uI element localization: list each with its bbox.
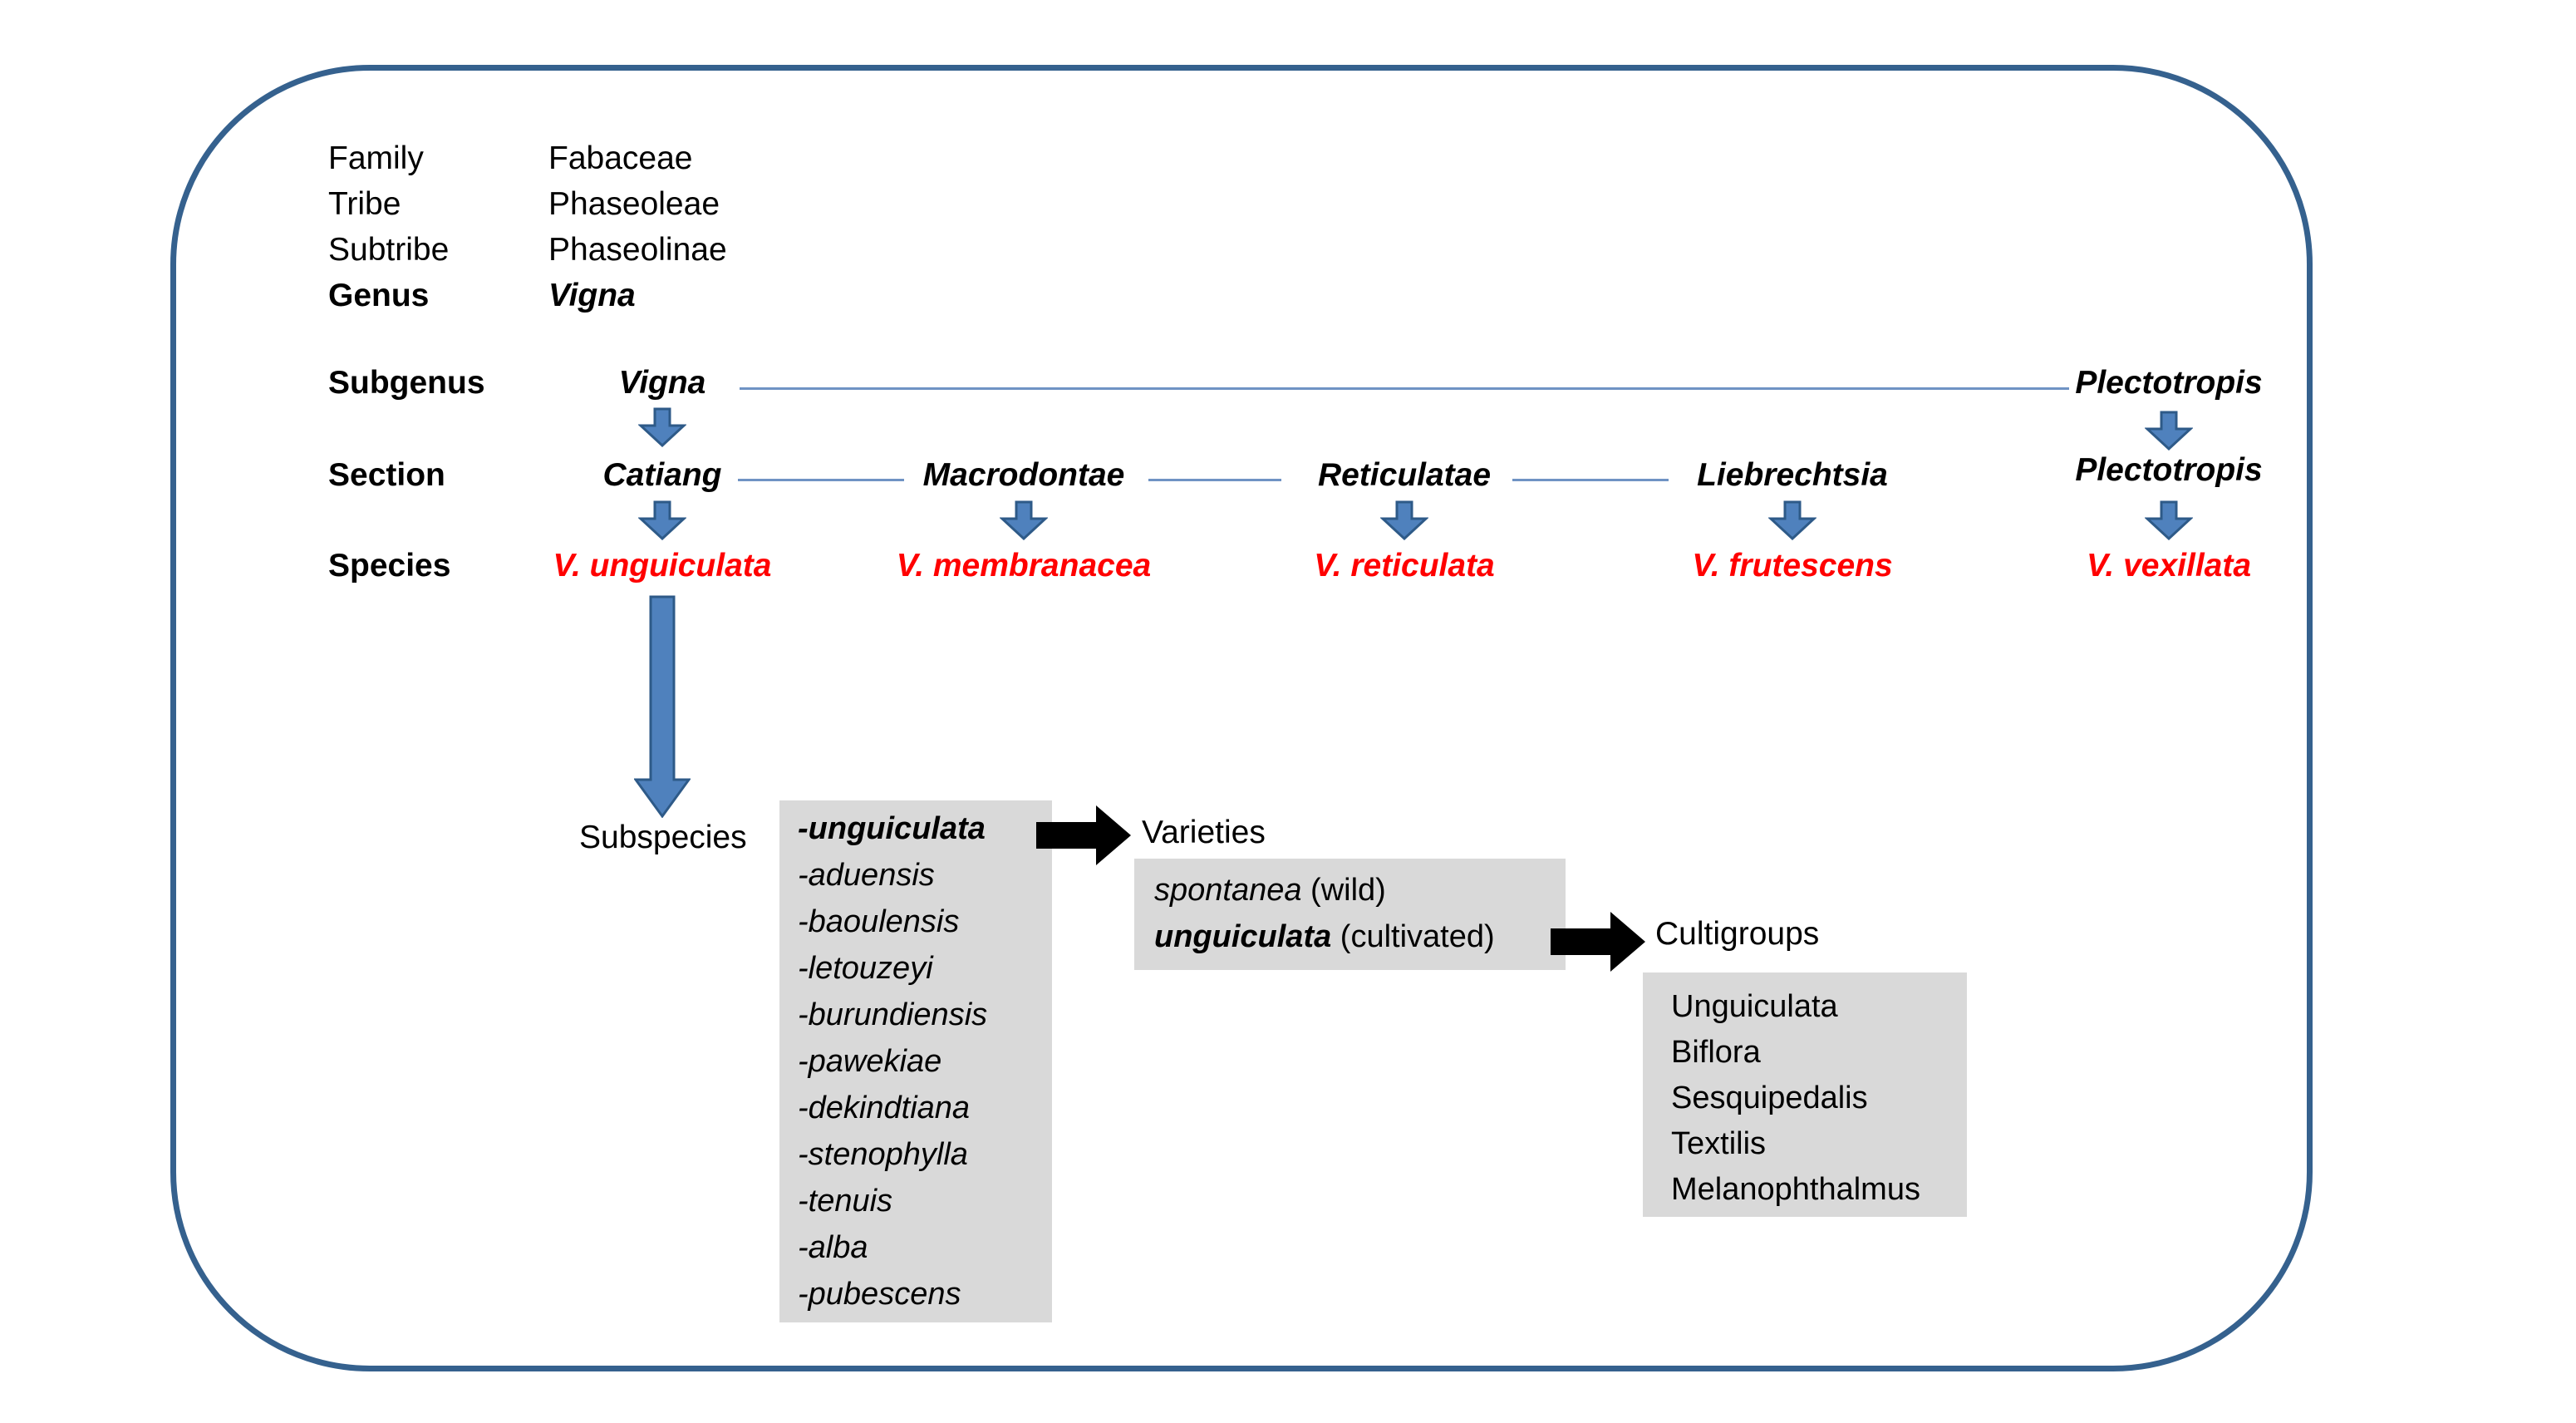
subspecies-item: -tenuis (798, 1184, 893, 1219)
right-arrow-icon (1551, 910, 1647, 973)
section-macrodontae: Macrodontae (922, 457, 1125, 493)
subspecies-item: -pawekiae (798, 1044, 942, 1079)
variety-item: spontanea (wild) (1154, 867, 1566, 913)
genus-label: Genus (328, 278, 430, 313)
genus-value: Vigna (548, 278, 636, 313)
right-arrow-icon (1036, 804, 1133, 867)
section-rank-label: Section (328, 457, 445, 493)
cultigroups-label: Cultigroups (1655, 916, 1820, 952)
subspecies-item: -baoulensis (798, 904, 960, 939)
subgenus-plectotropis: Plectotropis (2075, 365, 2263, 401)
species-rank-label: Species (328, 548, 451, 583)
species-unguiculata: V. unguiculata (553, 548, 772, 583)
subtribe-value: Phaseolinae (548, 232, 727, 268)
cultigroup-item: Textilis (1671, 1126, 1767, 1161)
subspecies-item: -pubescens (798, 1277, 961, 1312)
subgenus-rank-label: Subgenus (328, 365, 485, 401)
section-connector-line (1148, 479, 1281, 481)
subgenus-connector-line (740, 387, 2069, 390)
cultigroups-box: Unguiculata Biflora Sesquipedalis Textil… (1643, 972, 1967, 1217)
subspecies-item: -burundiensis (798, 997, 988, 1032)
diagram-border (170, 65, 2313, 1371)
variety-name: spontanea (1154, 873, 1302, 908)
down-arrow-icon (1768, 500, 1816, 540)
variety-name: unguiculata (1154, 919, 1332, 954)
down-arrow-icon (2145, 411, 2193, 451)
variety-qualifier: (cultivated) (1331, 919, 1495, 954)
down-arrow-icon (1380, 500, 1428, 540)
cultigroup-item: Melanophthalmus (1671, 1172, 1920, 1207)
cultigroup-item: Biflora (1671, 1035, 1761, 1070)
species-reticulata: V. reticulata (1314, 548, 1495, 583)
section-liebrechtsia: Liebrechtsia (1697, 457, 1888, 493)
section-connector-line (1512, 479, 1669, 481)
subspecies-item: -letouzeyi (798, 951, 933, 986)
down-arrow-icon (1000, 500, 1048, 540)
down-arrow-icon (2145, 500, 2193, 540)
down-arrow-icon (638, 500, 686, 540)
subspecies-item: -aduensis (798, 858, 935, 893)
section-reticulatae: Reticulatae (1317, 457, 1492, 493)
varieties-box: spontanea (wild) unguiculata (cultivated… (1134, 859, 1566, 970)
subgenus-vigna: Vigna (618, 365, 706, 401)
varieties-label: Varieties (1142, 815, 1266, 850)
tribe-label: Tribe (328, 186, 401, 222)
species-vexillata: V. vexillata (2086, 548, 2252, 583)
section-catiang: Catiang (602, 457, 722, 493)
subspecies-item: -dekindtiana (798, 1091, 971, 1125)
family-label: Family (328, 140, 424, 176)
family-value: Fabaceae (548, 140, 693, 176)
variety-item: unguiculata (cultivated) (1154, 913, 1566, 960)
cultigroup-item: Sesquipedalis (1671, 1081, 1868, 1115)
variety-qualifier: (wild) (1301, 873, 1386, 908)
long-down-arrow-icon (634, 595, 691, 818)
section-connector-line (738, 479, 904, 481)
subspecies-item: -alba (798, 1230, 868, 1265)
species-frutescens: V. frutescens (1692, 548, 1893, 583)
subspecies-item: -stenophylla (798, 1137, 968, 1172)
species-membranacea: V. membranacea (896, 548, 1152, 583)
subspecies-label: Subspecies (579, 820, 747, 855)
subtribe-label: Subtribe (328, 232, 450, 268)
subspecies-item: -unguiculata (798, 811, 986, 846)
section-plectotropis: Plectotropis (2075, 452, 2263, 488)
tribe-value: Phaseoleae (548, 186, 720, 222)
subspecies-box: -unguiculata -aduensis -baoulensis -leto… (779, 800, 1052, 1322)
cultigroup-item: Unguiculata (1671, 989, 1838, 1024)
down-arrow-icon (638, 407, 686, 447)
